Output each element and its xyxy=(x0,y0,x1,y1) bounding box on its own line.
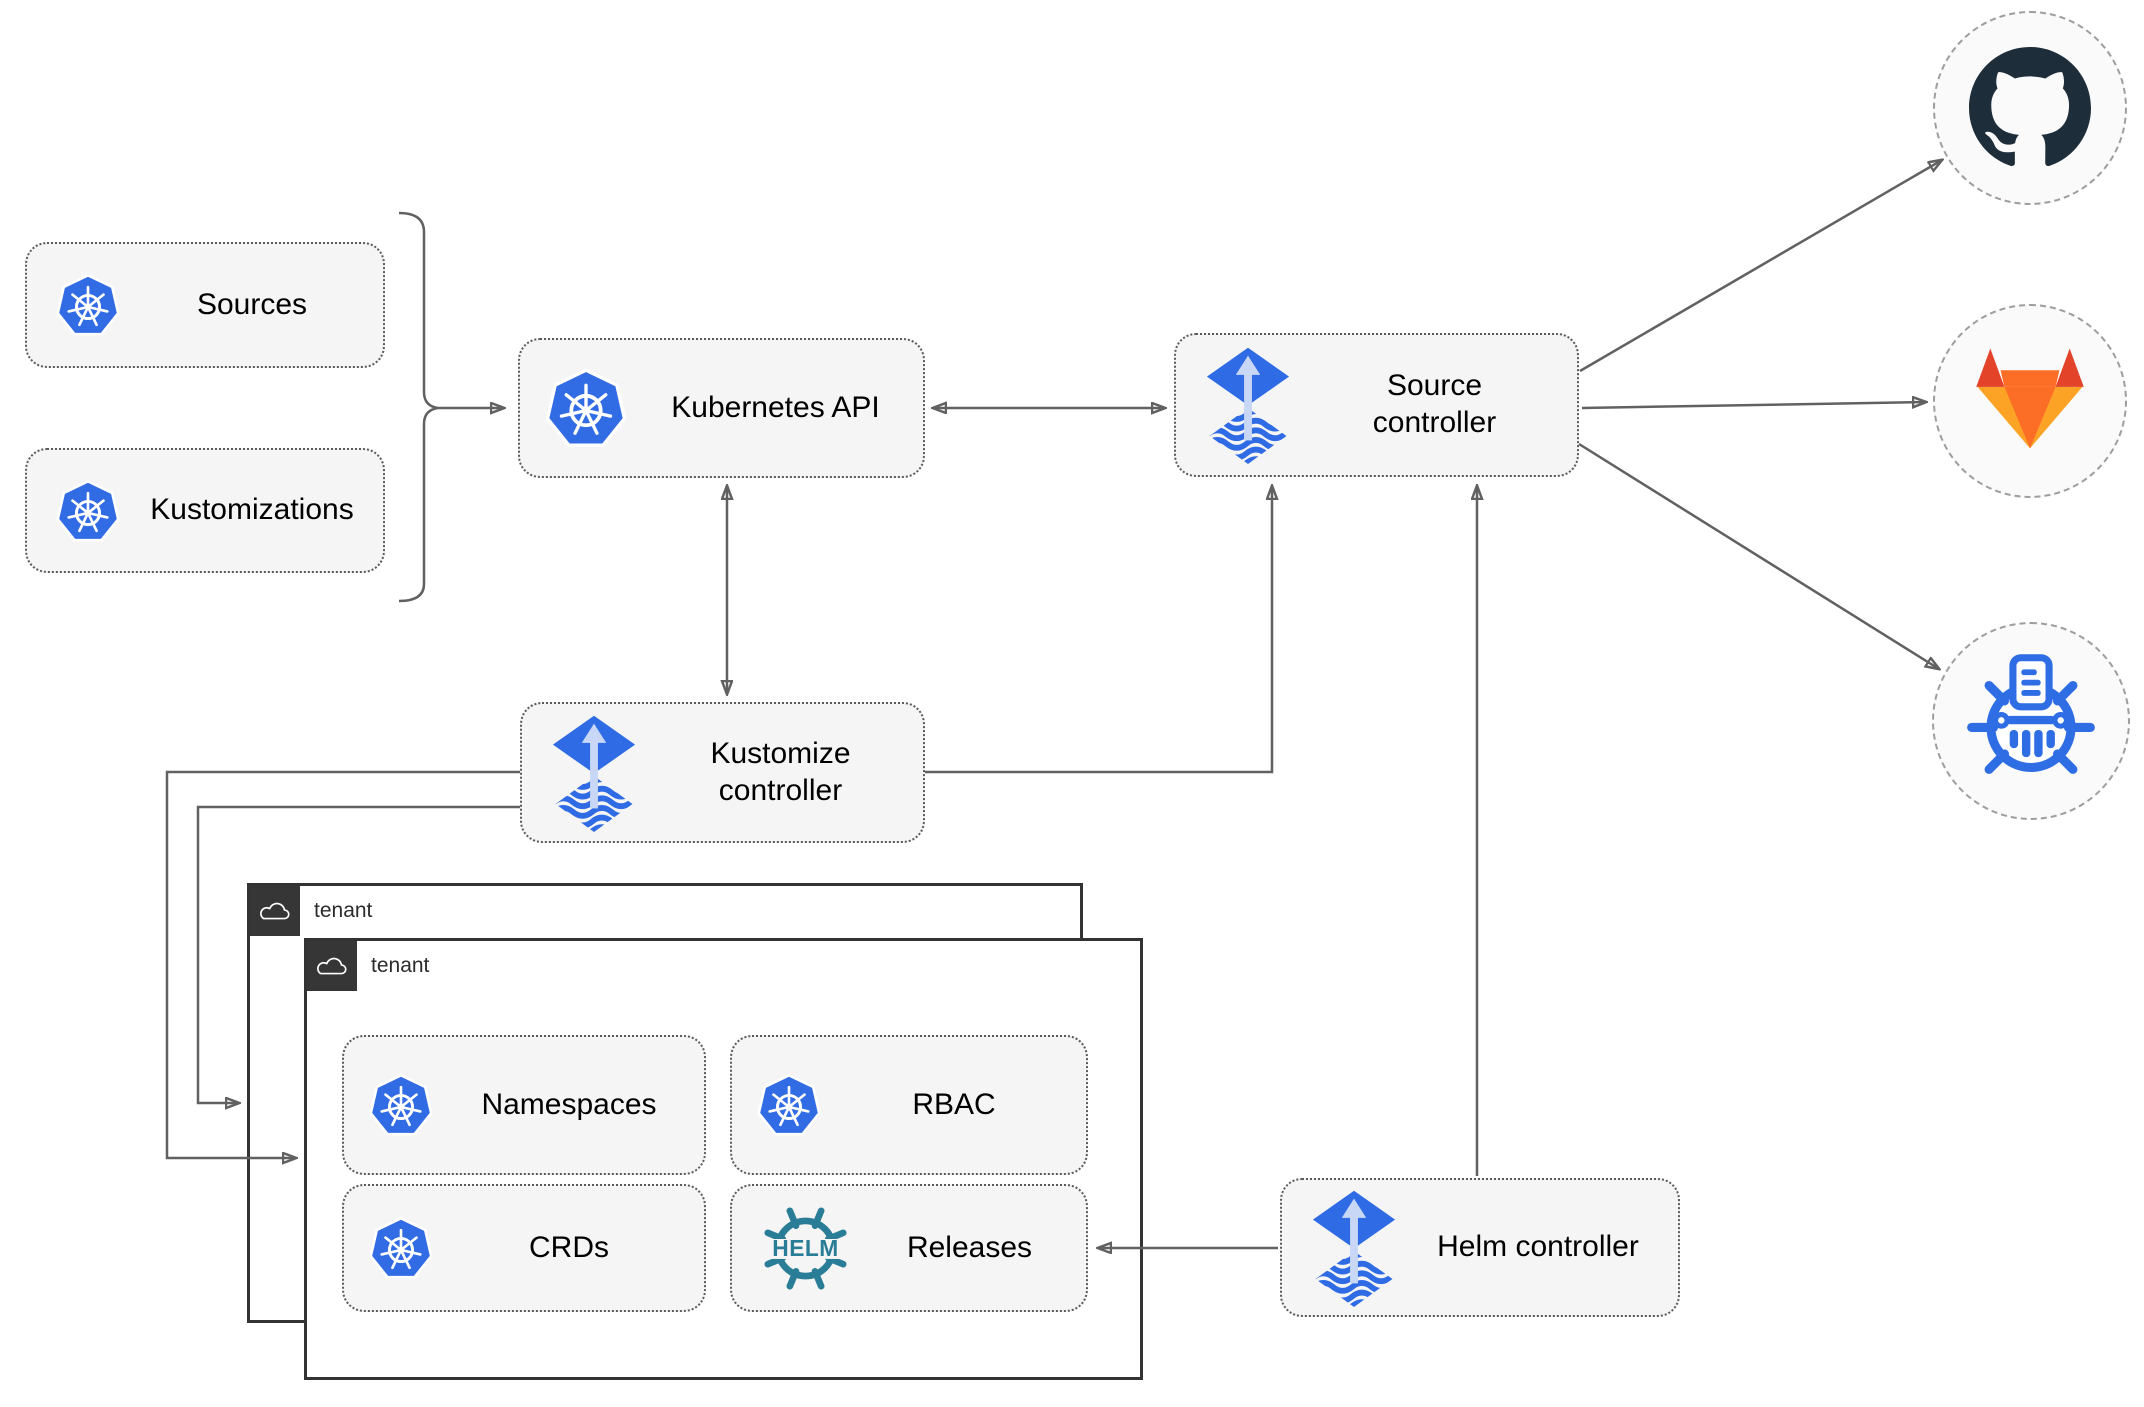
helm-icon: HELM xyxy=(758,1201,853,1296)
harbor-registry-target xyxy=(1932,622,2130,820)
node-kubernetes-api: Kubernetes API xyxy=(518,338,925,478)
gitlab-icon xyxy=(1976,348,2084,449)
node-label: Namespaces xyxy=(481,1087,657,1121)
node-kustomize-controller: Kustomize controller xyxy=(520,702,925,843)
helm-wordmark: HELM xyxy=(772,1235,838,1261)
node-kustomizations: Kustomizations xyxy=(25,448,385,573)
brace-sources-group xyxy=(398,211,439,603)
node-label: Kubernetes API xyxy=(671,390,880,424)
node-rbac: RBAC xyxy=(730,1035,1088,1175)
node-label: Helm controller xyxy=(1437,1230,1639,1264)
arrow-source-to-gitlab xyxy=(1581,402,1926,410)
node-sources: Sources xyxy=(25,242,385,368)
node-label: Kustomizations xyxy=(150,493,354,527)
cloud-icon xyxy=(307,941,357,991)
node-label: RBAC xyxy=(912,1087,996,1121)
node-source-controller: Source controller xyxy=(1174,333,1579,477)
arrow-source-to-harbor xyxy=(1578,442,1939,669)
kubernetes-icon xyxy=(55,478,121,544)
gitlab-target xyxy=(1933,304,2127,498)
node-label: CRDs xyxy=(529,1230,609,1264)
tenant-label: tenant xyxy=(371,954,430,977)
node-helm-controller: Helm controller xyxy=(1280,1178,1680,1317)
arrow-source-to-github xyxy=(1579,160,1942,373)
github-target xyxy=(1933,11,2127,205)
kubernetes-icon xyxy=(368,1215,434,1281)
kubernetes-icon xyxy=(544,366,628,450)
flux-icon xyxy=(1310,1189,1398,1307)
node-crds: CRDs xyxy=(342,1184,706,1312)
kubernetes-icon xyxy=(368,1072,434,1138)
node-label: Source controller xyxy=(1372,369,1497,439)
harbor-registry-icon xyxy=(1960,650,2102,792)
node-releases: HELM Releases xyxy=(730,1184,1088,1312)
arrow-kustomize-to-source xyxy=(925,486,1272,774)
node-label: Kustomize controller xyxy=(710,736,851,807)
cloud-icon xyxy=(250,886,300,936)
node-namespaces: Namespaces xyxy=(342,1035,706,1175)
tenant-label: tenant xyxy=(314,899,373,922)
kubernetes-icon xyxy=(55,272,121,338)
kubernetes-icon xyxy=(756,1072,822,1138)
node-label: Releases xyxy=(906,1230,1033,1264)
flux-icon xyxy=(550,714,638,832)
github-icon xyxy=(1969,47,2091,166)
node-label: Sources xyxy=(196,287,308,321)
flux-icon xyxy=(1204,346,1292,464)
